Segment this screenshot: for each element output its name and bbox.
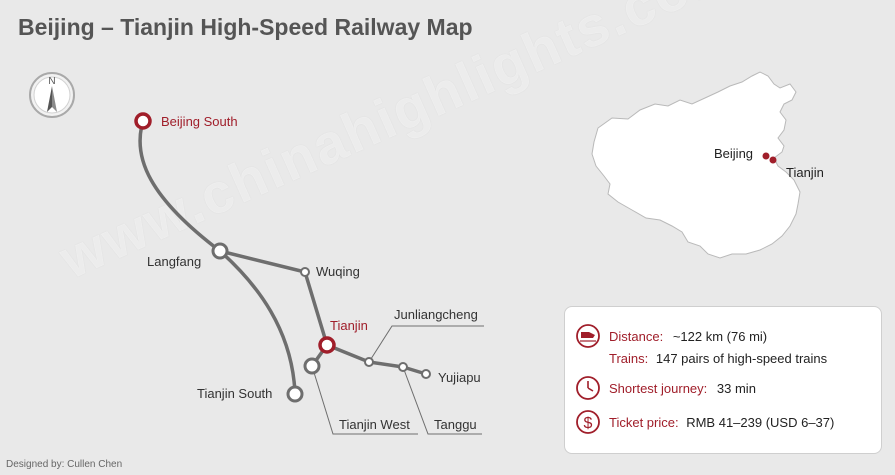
- trains-value: 147 pairs of high-speed trains: [655, 351, 828, 366]
- leader-lines: [311, 325, 484, 435]
- designer-credit: Designed by: Cullen Chen: [6, 459, 123, 470]
- trains-row: Trains: 147 pairs of high-speed trains: [609, 351, 827, 366]
- journey-value: 33 min: [716, 381, 756, 396]
- journey-label: Shortest journey:: [609, 381, 708, 396]
- price-label: Ticket price:: [609, 415, 679, 430]
- map-title: Beijing – Tianjin High-Speed Railway Map: [18, 14, 473, 40]
- rail-lines: [138, 119, 428, 395]
- price-row: Ticket price: RMB 41–239 (USD 6–37): [609, 415, 834, 430]
- compass-north-label: N: [48, 76, 55, 87]
- inset-beijing-label: Beijing: [714, 146, 753, 161]
- info-box: Distance: ~122 km (76 mi) Trains: 147 pa…: [564, 306, 882, 454]
- station-marker-yujiapu: [421, 369, 431, 379]
- inset-tianjin-label: Tianjin: [786, 165, 824, 180]
- clock-icon: [576, 376, 600, 400]
- inset-tianjin-dot: [769, 156, 777, 164]
- station-marker-tanggu: [398, 362, 408, 372]
- distance-row: Distance: ~122 km (76 mi): [609, 329, 767, 344]
- label-tianjin: Tianjin: [330, 318, 368, 333]
- label-junliangcheng: Junliangcheng: [394, 307, 478, 322]
- station-labels: Beijing South Langfang Wuqing Tianjin Ti…: [147, 114, 481, 432]
- station-marker-wuqing: [300, 267, 310, 277]
- price-value: RMB 41–239 (USD 6–37): [686, 415, 835, 430]
- station-marker-langfang: [211, 242, 229, 260]
- station-marker-beijing-south: [134, 112, 152, 130]
- label-beijing-south: Beijing South: [161, 114, 238, 129]
- china-inset-map: Beijing Tianjin: [591, 71, 824, 259]
- label-tanggu: Tanggu: [434, 417, 477, 432]
- rail-tianjin-yujiapu: [325, 343, 428, 376]
- rail-wuqing-tianjin: [303, 270, 329, 347]
- compass-icon: N: [29, 72, 75, 118]
- inset-beijing-dot: [762, 152, 770, 160]
- label-tianjin-south: Tianjin South: [197, 386, 272, 401]
- distance-label: Distance:: [609, 329, 664, 344]
- train-icon: [576, 324, 600, 348]
- station-marker-tianjin: [318, 336, 336, 354]
- distance-value: ~122 km (76 mi): [672, 329, 768, 344]
- rail-langfang-tianjin-south: [218, 249, 297, 395]
- svg-text:$: $: [584, 415, 593, 432]
- station-marker-tianjin-west: [303, 357, 321, 375]
- label-langfang: Langfang: [147, 254, 201, 269]
- label-wuqing: Wuqing: [316, 264, 360, 279]
- label-yujiapu: Yujiapu: [438, 370, 481, 385]
- dollar-icon: $: [576, 410, 600, 434]
- station-markers: [134, 112, 431, 403]
- rail-langfang-wuqing: [218, 249, 307, 274]
- station-marker-tianjin-south: [286, 385, 304, 403]
- rail-beijing-langfang: [138, 119, 222, 253]
- label-tianjin-west: Tianjin West: [339, 417, 410, 432]
- journey-row: Shortest journey: 33 min: [609, 381, 756, 396]
- station-marker-junliangcheng: [364, 357, 374, 367]
- trains-label: Trains:: [609, 351, 649, 366]
